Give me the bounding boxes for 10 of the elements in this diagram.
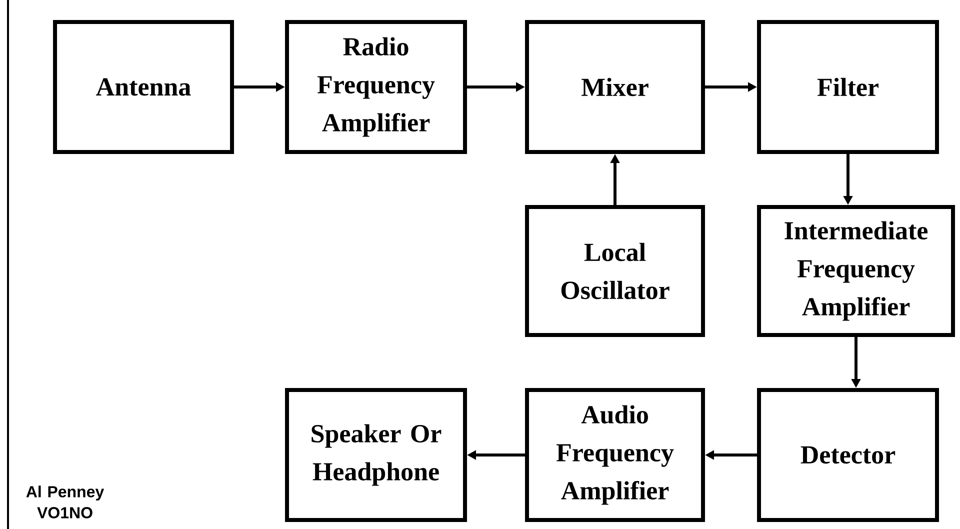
author-credit: Al Penney VO1NO xyxy=(26,486,104,518)
block-box: Mixer xyxy=(525,20,705,154)
block-box: Audio Frequency Amplifier xyxy=(525,388,705,522)
block-box: Speaker Or Headphone xyxy=(285,388,467,522)
block-box: Intermediate Frequency Amplifier xyxy=(757,205,955,337)
block-box: Detector xyxy=(757,388,939,522)
block-box: Local Oscillator xyxy=(525,205,705,337)
block-box: Antenna xyxy=(53,20,234,154)
block-box: Filter xyxy=(757,20,939,154)
block-box: Radio Frequency Amplifier xyxy=(285,20,467,154)
